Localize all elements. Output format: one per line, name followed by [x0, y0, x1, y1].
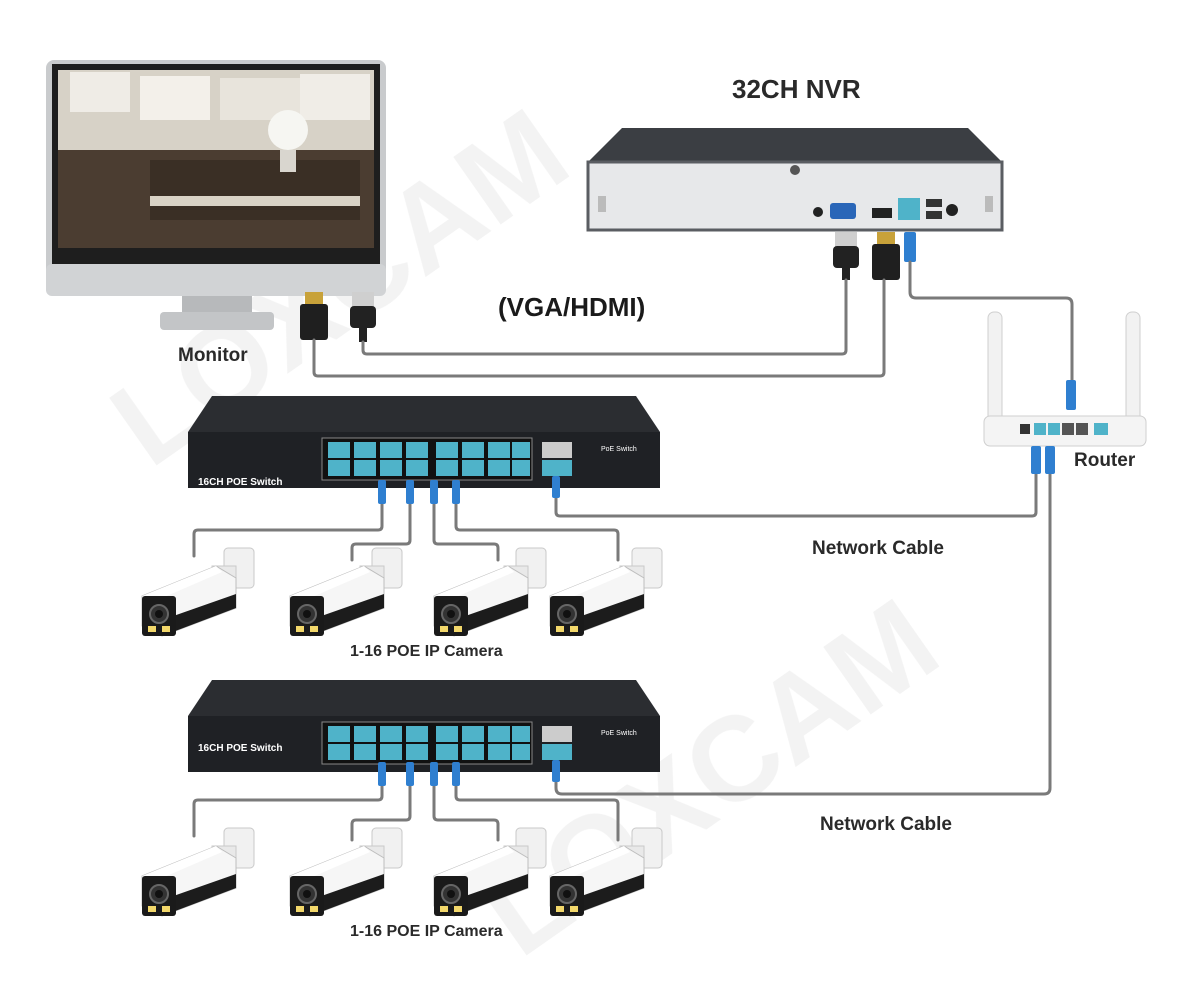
router-label: Router [1074, 450, 1136, 471]
camera [289, 547, 403, 637]
switch-2-plugs [378, 760, 560, 786]
cables [192, 260, 1074, 842]
camera-group-2-label: 1-16 POE IP Camera [350, 923, 503, 940]
nvr-vga-plug [833, 232, 859, 280]
monitor-base [160, 312, 274, 330]
router-lan-2 [1048, 423, 1060, 435]
watermark-2: LOXCAM [458, 573, 961, 981]
camera [141, 827, 255, 917]
switch-2-name: 16CH POE Switch [198, 743, 282, 754]
camera [433, 547, 547, 637]
switch-1-brand: PoE Switch [601, 446, 637, 453]
switch-1-uplink-top [542, 442, 572, 458]
nvr-usb-port-2 [926, 211, 942, 219]
camera-group-1 [141, 547, 663, 637]
router-antenna-left [987, 311, 1003, 423]
switch-2-ports [328, 726, 530, 760]
camera-group-1-label: 1-16 POE IP Camera [350, 643, 503, 660]
nvr-usb-port-1 [926, 199, 942, 207]
router-lan-3 [1062, 423, 1074, 435]
monitor-vga-plug [350, 292, 376, 342]
switch-2-uplink-bottom [542, 744, 572, 760]
router-lan-1 [1034, 423, 1046, 435]
monitor-chin [46, 264, 386, 296]
router-wan [1094, 423, 1108, 435]
switch-1-uplink-bottom [542, 460, 572, 476]
nvr-hdmi-port [872, 208, 892, 218]
switch1-router-cable [554, 468, 1038, 518]
switch-1-plugs [378, 476, 560, 504]
hdmi-cable [312, 278, 886, 378]
switch-2-brand: PoE Switch [601, 730, 637, 737]
nvr-audio-port [813, 207, 823, 217]
poe-switch-1: 16CH POE Switch PoE Switch [188, 396, 660, 504]
monitor-hdmi-plug [300, 292, 328, 340]
nvr-lan-port [898, 198, 920, 220]
nvr-vga-port [830, 203, 856, 219]
camera [289, 827, 403, 917]
vga-cable [361, 278, 848, 356]
router-lan-plug-top [1066, 380, 1076, 410]
router-lan-plug-1 [1031, 446, 1041, 474]
switch-1-name: 16CH POE Switch [198, 477, 282, 488]
video-interface-label: (VGA/HDMI) [498, 292, 646, 322]
monitor-label: Monitor [178, 345, 248, 366]
nvr-lan-plug [904, 232, 916, 262]
monitor-neck [182, 296, 252, 314]
poe-switch-2: 16CH POE Switch PoE Switch [188, 680, 660, 786]
network-cable-label-2: Network Cable [820, 814, 952, 835]
monitor [46, 60, 386, 330]
switch-1-ports [328, 442, 530, 476]
network-cable-label-1: Network Cable [812, 538, 944, 559]
nvr-router-cable [908, 260, 1074, 388]
nvr-hdmi-plug [872, 232, 900, 280]
nvr-label: 32CH NVR [732, 74, 861, 104]
camera [141, 547, 255, 637]
nvr-top [588, 128, 1002, 162]
router [983, 311, 1147, 474]
camera [549, 547, 663, 637]
router-lan-plug-2 [1045, 446, 1055, 474]
switch2-router-cable [554, 468, 1052, 796]
nvr-power-port [946, 204, 958, 216]
router-antenna-right [1125, 311, 1141, 423]
nvr-device [586, 128, 1004, 232]
router-lan-4 [1076, 423, 1088, 435]
switch-2-uplink-top [542, 726, 572, 742]
